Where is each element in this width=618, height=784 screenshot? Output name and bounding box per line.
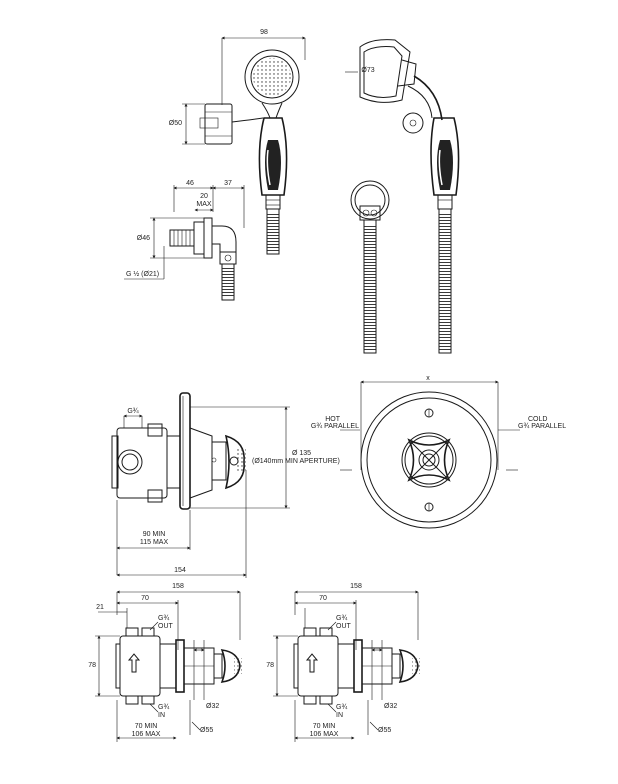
dim-valve-side-inlet: G¾ <box>127 408 138 415</box>
dim-spindle: Ø32 <box>206 703 219 710</box>
dim-overall-depth: 154 <box>174 567 186 574</box>
dim-out-word: OUT <box>336 623 352 630</box>
dim-plate-diameter: Ø 135 <box>292 450 311 457</box>
dim-height: 78 <box>266 662 274 669</box>
dim-left-offset: 21 <box>96 604 104 611</box>
dim-depth-min: 90 MIN <box>143 531 166 538</box>
dim-in-word: IN <box>158 712 165 719</box>
dim-depth-max: 115 MAX <box>140 539 169 546</box>
dim-body: 70 <box>141 595 149 602</box>
label-hot-thread: G¾ PARALLEL <box>311 423 359 430</box>
dim-in-word: IN <box>336 712 343 719</box>
label-cold: COLD <box>528 416 547 423</box>
dim-height: 78 <box>88 662 96 669</box>
dim-elbow-thread: G ½ (Ø21) <box>126 270 159 278</box>
dim-plate-aperture: (Ø140mm MIN APERTURE) <box>252 458 340 465</box>
dim-overall: 158 <box>350 583 362 590</box>
handset-front-view: Ø73 <box>345 39 460 354</box>
dim-in-thread: G¾ <box>336 704 347 711</box>
dim-min: 70 MIN <box>135 723 158 730</box>
dim-max: 106 MAX <box>132 731 161 738</box>
dim-out-word: OUT <box>158 623 174 630</box>
dim-handle: Ø55 <box>200 727 213 734</box>
dim-min: 70 MIN <box>313 723 336 730</box>
dim-elbow-max: 20 <box>200 193 208 200</box>
dim-in-thread: G¾ <box>158 704 169 711</box>
dim-front-width-mark: x <box>426 375 430 382</box>
dim-shower-width: 98 <box>260 29 268 36</box>
dim-elbow-diameter: Ø46 <box>137 235 150 242</box>
dim-out-thread: G¾ <box>336 615 347 622</box>
dim-elbow-ext: 37 <box>224 180 232 187</box>
label-hot: HOT <box>325 416 341 423</box>
valve-side-view: G¾ Ø 135 (Ø140mm MIN APERTURE) 90 MIN <box>111 392 340 578</box>
dim-max: 106 MAX <box>310 731 339 738</box>
dim-body: 70 <box>319 595 327 602</box>
dim-overall: 158 <box>172 583 184 590</box>
dim-spindle: Ø32 <box>384 703 397 710</box>
dim-handle: Ø55 <box>378 727 391 734</box>
dim-elbow-max-word: MAX <box>196 201 212 208</box>
label-cold-thread: G¾ PARALLEL <box>518 423 566 430</box>
dim-head-diameter: Ø73 <box>361 67 374 74</box>
dim-holder-diameter: Ø50 <box>169 120 182 127</box>
valve-front-view: x HOT G¾ PARALLEL COLD G¾ PARALLEL <box>311 375 566 529</box>
wall-elbow-side-view: 46 37 20 MAX Ø46 G ½ (Ø21) <box>124 180 245 301</box>
dim-out-thread: G¾ <box>158 615 169 622</box>
dim-elbow-depth: 46 <box>186 180 194 187</box>
handset-side-view: 98 Ø50 <box>169 29 306 255</box>
